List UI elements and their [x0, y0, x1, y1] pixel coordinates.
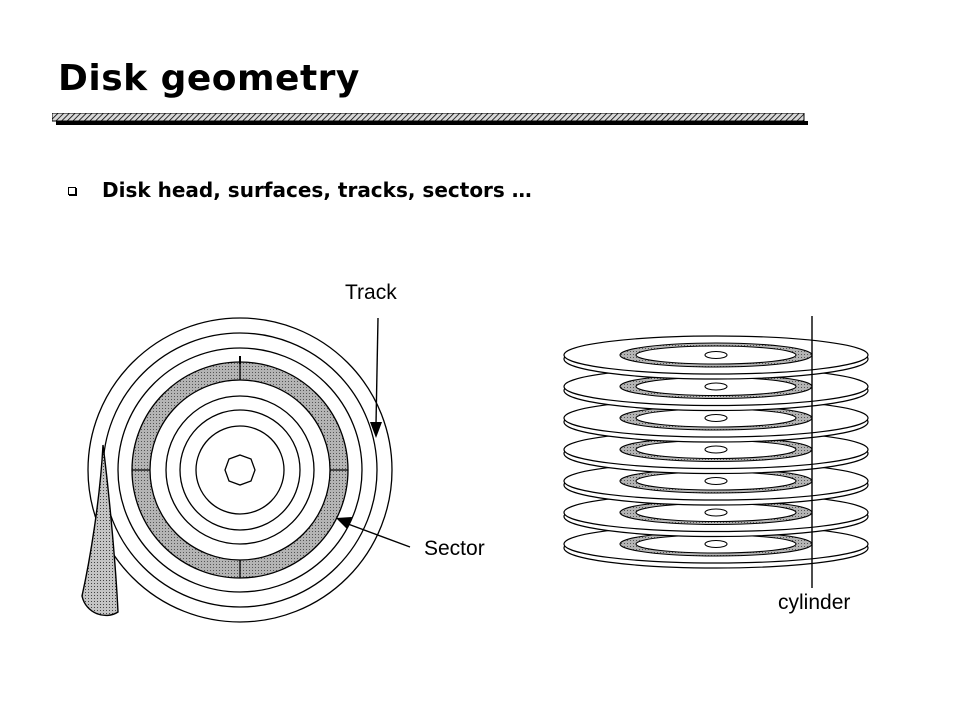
platter-stack	[563, 335, 869, 569]
platter	[563, 524, 869, 569]
track-arrow	[370, 317, 382, 438]
platter	[563, 366, 869, 412]
platter	[563, 461, 869, 506]
bullet-text: Disk head, surfaces, tracks, sectors …	[102, 178, 532, 202]
slide-title: Disk geometry	[58, 58, 360, 99]
disk-head-arm	[81, 444, 119, 617]
platter	[563, 335, 869, 380]
platter	[563, 398, 869, 443]
bullet-marker	[68, 187, 76, 195]
spindle-hub	[224, 454, 256, 486]
sector-arrow	[336, 517, 411, 548]
platter	[563, 492, 869, 538]
sector-ticks	[132, 356, 348, 578]
title-underline	[52, 113, 808, 125]
bullet-item: Disk head, surfaces, tracks, sectors …	[68, 178, 532, 202]
track-label: Track	[345, 281, 397, 304]
sector-label: Sector	[424, 537, 485, 560]
platter-top-view	[87, 317, 393, 623]
cylinder-label: cylinder	[778, 591, 850, 614]
